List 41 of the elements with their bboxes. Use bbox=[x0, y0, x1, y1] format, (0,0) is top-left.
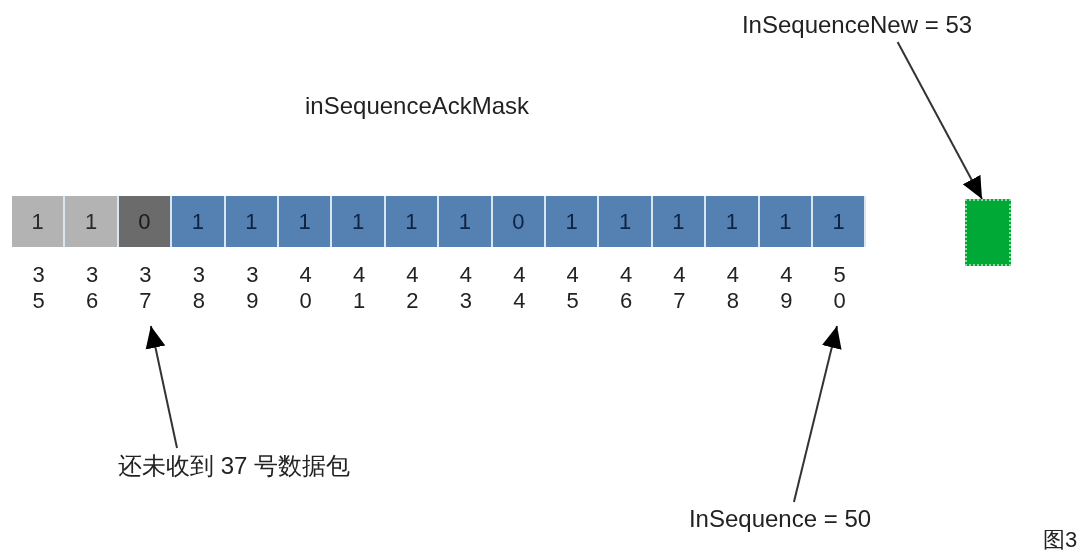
sequence-number: 48 bbox=[725, 262, 740, 314]
sequence-number: 44 bbox=[512, 262, 527, 314]
sequence-number: 38 bbox=[191, 262, 206, 314]
arrow bbox=[896, 41, 983, 200]
arrow bbox=[145, 325, 178, 449]
sequence-number: 47 bbox=[672, 262, 687, 314]
sequence-number: 46 bbox=[619, 262, 634, 314]
sequence-number: 45 bbox=[565, 262, 580, 314]
bit-cell: 1 bbox=[599, 196, 653, 247]
bit-cell: 1 bbox=[652, 196, 707, 247]
arrow bbox=[792, 325, 842, 503]
bit-cell: 1 bbox=[65, 196, 119, 247]
bit-cell: 1 bbox=[813, 196, 867, 247]
sequence-number: 36 bbox=[85, 262, 100, 314]
annotation-text: InSequenceNew = 53 bbox=[740, 10, 974, 40]
sequence-number: 41 bbox=[352, 262, 367, 314]
packet-box bbox=[965, 199, 1011, 266]
bit-cell: 0 bbox=[118, 196, 173, 247]
bit-cell: 1 bbox=[332, 196, 386, 247]
bit-cell: 1 bbox=[439, 196, 493, 247]
sequence-number: 49 bbox=[779, 262, 794, 314]
bit-cell: 0 bbox=[492, 196, 546, 247]
bit-cell: 1 bbox=[385, 196, 440, 247]
bit-cell: 1 bbox=[172, 196, 226, 247]
sequence-number: 37 bbox=[138, 262, 153, 314]
bit-cell: 1 bbox=[12, 196, 66, 247]
annotation-text: InSequence = 50 bbox=[687, 504, 873, 534]
sequence-number: 35 bbox=[31, 262, 46, 314]
sequence-number: 43 bbox=[458, 262, 473, 314]
figure-caption: 图3 bbox=[1043, 526, 1078, 550]
bit-cell: 1 bbox=[759, 196, 813, 247]
bit-cell: 1 bbox=[279, 196, 333, 247]
bit-cell: 1 bbox=[225, 196, 279, 247]
bit-cell: 1 bbox=[546, 196, 600, 247]
sequence-number: 42 bbox=[405, 262, 420, 314]
sequence-number: 50 bbox=[832, 262, 847, 314]
annotation-text: 还未收到 37 号数据包 bbox=[117, 451, 351, 481]
heading-text: inSequenceAckMask bbox=[305, 92, 530, 120]
sequence-number: 39 bbox=[245, 262, 260, 314]
sequence-number: 40 bbox=[298, 262, 313, 314]
bit-cell: 1 bbox=[706, 196, 760, 247]
